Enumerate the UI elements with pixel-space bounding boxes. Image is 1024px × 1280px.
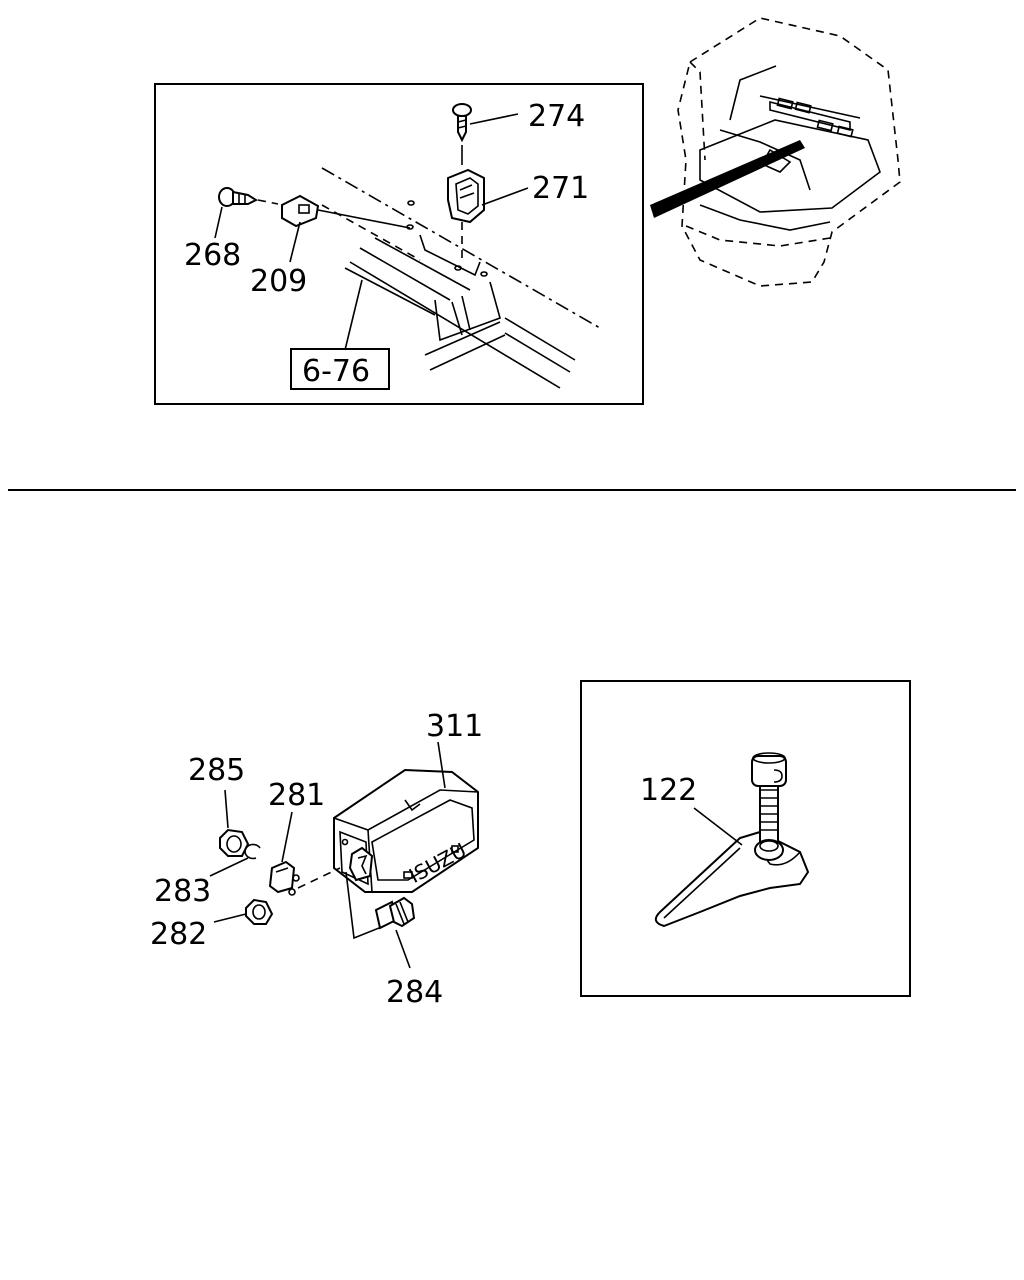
clip-nut-209 xyxy=(281,194,411,229)
callout-122: 122 xyxy=(640,773,697,808)
leader-122 xyxy=(693,807,743,846)
leader-284 xyxy=(395,929,411,969)
callout-282: 282 xyxy=(150,917,207,952)
nut-282 xyxy=(245,898,274,925)
lamp-assembly: ISUZU xyxy=(150,709,483,1010)
callout-274: 274 xyxy=(528,99,585,134)
bracket-281 xyxy=(268,860,341,896)
leader-281 xyxy=(281,811,293,863)
wrench-detail-frame xyxy=(580,680,911,997)
leader-311 xyxy=(437,741,446,789)
callout-6-76: 6-76 xyxy=(302,354,370,389)
leader-283 xyxy=(209,857,249,877)
leader-268 xyxy=(214,206,223,239)
callout-284: 284 xyxy=(386,975,443,1010)
callout-281: 281 xyxy=(268,778,325,813)
callout-209: 209 xyxy=(250,264,307,299)
leader-271 xyxy=(481,187,529,206)
ring-283 xyxy=(244,843,261,860)
leader-209 xyxy=(289,221,301,263)
callout-283: 283 xyxy=(154,874,211,909)
bulb-284 xyxy=(374,896,416,930)
reference-box-6-76 xyxy=(290,348,390,390)
wrench-122 xyxy=(654,752,810,928)
callout-271: 271 xyxy=(532,171,589,206)
clip-271 xyxy=(447,168,485,262)
callout-285: 285 xyxy=(188,753,245,788)
top-detail-frame xyxy=(154,83,644,405)
nut-285 xyxy=(219,828,250,857)
leader-284-fork xyxy=(345,871,385,940)
wrench-detail-panel: 122 xyxy=(580,680,911,997)
screw-274 xyxy=(452,103,472,165)
pointer-wedge xyxy=(650,140,805,218)
leader-285 xyxy=(224,789,229,829)
top-detail-panel: 274 271 268 209 6-76 xyxy=(154,83,644,405)
lamp-body-311: ISUZU xyxy=(333,768,479,893)
leader-282 xyxy=(213,913,247,923)
callout-268: 268 xyxy=(184,238,241,273)
cab-overview-illustration xyxy=(650,17,901,287)
mounting-surface xyxy=(321,167,601,389)
leader-274 xyxy=(469,113,519,125)
callout-311: 311 xyxy=(426,709,483,744)
leader-6-76 xyxy=(344,279,363,351)
screw-268 xyxy=(218,187,279,207)
